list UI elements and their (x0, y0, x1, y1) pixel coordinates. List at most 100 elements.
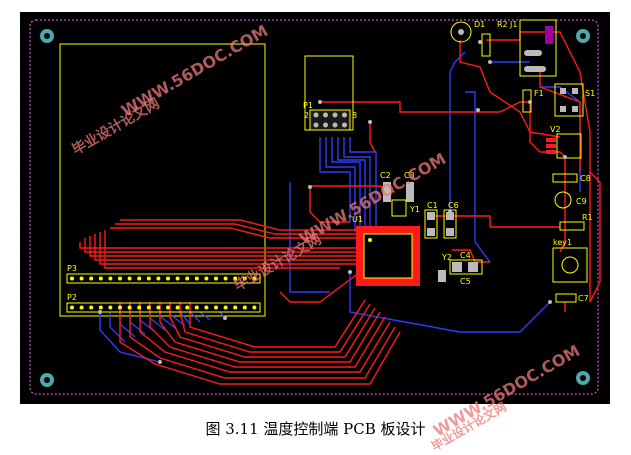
via (488, 60, 492, 64)
pad (146, 276, 151, 281)
label-s1: S1 (585, 89, 595, 98)
pad (323, 122, 328, 128)
pcb-layout-view: D1 R2 J1 S1 F1 V2 P1 2 8 P3 P2 U1 Y1 C2 … (20, 12, 610, 404)
label-j1: J1 (509, 20, 517, 29)
pad (194, 276, 199, 281)
header-p2 (66, 302, 261, 313)
bottom-layer-traces (99, 51, 581, 363)
pad (89, 305, 94, 310)
pad (313, 112, 319, 118)
pad (223, 276, 228, 281)
via (563, 155, 567, 159)
pcb-board: D1 R2 J1 S1 F1 V2 P1 2 8 P3 P2 U1 Y1 C2 … (29, 19, 601, 395)
pad (70, 276, 74, 281)
pad (323, 112, 328, 118)
crystal-y1 (383, 182, 414, 217)
label-c6: C6 (448, 201, 459, 210)
label-r2: R2 (497, 20, 508, 29)
pad (89, 276, 94, 281)
pad (156, 276, 161, 281)
pad (166, 305, 170, 310)
via (223, 316, 227, 320)
pad (342, 112, 347, 118)
pad (204, 305, 209, 310)
designator-labels: D1 R2 J1 S1 F1 V2 P1 2 8 P3 P2 U1 Y1 C2 … (67, 20, 595, 303)
crystal-y2 (438, 259, 483, 282)
diode-d1 (450, 21, 472, 43)
top-layer-traces (79, 31, 601, 385)
label-p1: P1 (303, 101, 313, 110)
via (308, 185, 312, 189)
label-c8: C8 (580, 174, 591, 183)
pad (194, 305, 199, 310)
pad (137, 276, 142, 281)
pad (127, 305, 132, 310)
pad (233, 276, 238, 281)
label-c9: C9 (576, 197, 587, 206)
vias (98, 40, 567, 364)
pad (118, 276, 122, 281)
pad (127, 276, 132, 281)
via (478, 40, 482, 44)
label-c7: C7 (578, 294, 589, 303)
pad (146, 305, 151, 310)
label-c4: C4 (460, 251, 471, 260)
pad (175, 276, 180, 281)
pad (252, 305, 257, 310)
lcd-module-outline (59, 43, 266, 317)
pad (185, 276, 190, 281)
jack-j1 (519, 19, 557, 77)
label-v2: V2 (550, 125, 561, 134)
label-p1-pin8: 8 (352, 111, 357, 120)
pad (204, 276, 209, 281)
button-key1 (552, 247, 588, 303)
regulator-v2 (546, 133, 582, 159)
pad (332, 112, 338, 118)
mounting-holes (40, 29, 590, 387)
via (448, 210, 452, 214)
pad (185, 305, 190, 310)
label-c3: C3 (404, 171, 415, 180)
header-p3 (66, 273, 261, 284)
pad (332, 122, 338, 128)
resistor-r2 (481, 33, 491, 57)
via (528, 100, 532, 104)
pad (175, 305, 180, 310)
caps-c1-c6 (424, 209, 457, 239)
pad (214, 276, 218, 281)
label-c2: C2 (380, 171, 391, 180)
pad (98, 305, 103, 310)
pad (252, 276, 257, 281)
via (98, 310, 102, 314)
pad (242, 276, 247, 281)
pad (342, 122, 347, 128)
label-r1: R1 (582, 213, 593, 222)
pad (156, 305, 161, 310)
pad (223, 305, 228, 310)
label-d1: D1 (474, 20, 485, 29)
pad (98, 276, 103, 281)
pad (79, 276, 84, 281)
board-outline (29, 19, 599, 395)
pad (214, 305, 218, 310)
via (318, 100, 322, 104)
label-key1: key1 (553, 238, 572, 247)
label-c5: C5 (460, 277, 471, 286)
label-y2: Y2 (441, 253, 452, 262)
pad (108, 276, 113, 281)
pad (118, 305, 122, 310)
figure-caption: 图 3.11 温度控制端 PCB 板设计 (205, 420, 426, 438)
label-c1: C1 (427, 201, 438, 210)
caps-c8-c9-r1 (552, 173, 585, 231)
label-p2: P2 (67, 293, 77, 302)
label-f1: F1 (534, 89, 544, 98)
via (476, 108, 480, 112)
mcu-u1 (356, 226, 420, 286)
pad (108, 305, 113, 310)
pad (166, 276, 170, 281)
pad (313, 122, 319, 128)
pad (242, 305, 247, 310)
via (158, 360, 162, 364)
label-p3: P3 (67, 264, 77, 273)
label-p1-pin2: 2 (304, 111, 309, 120)
